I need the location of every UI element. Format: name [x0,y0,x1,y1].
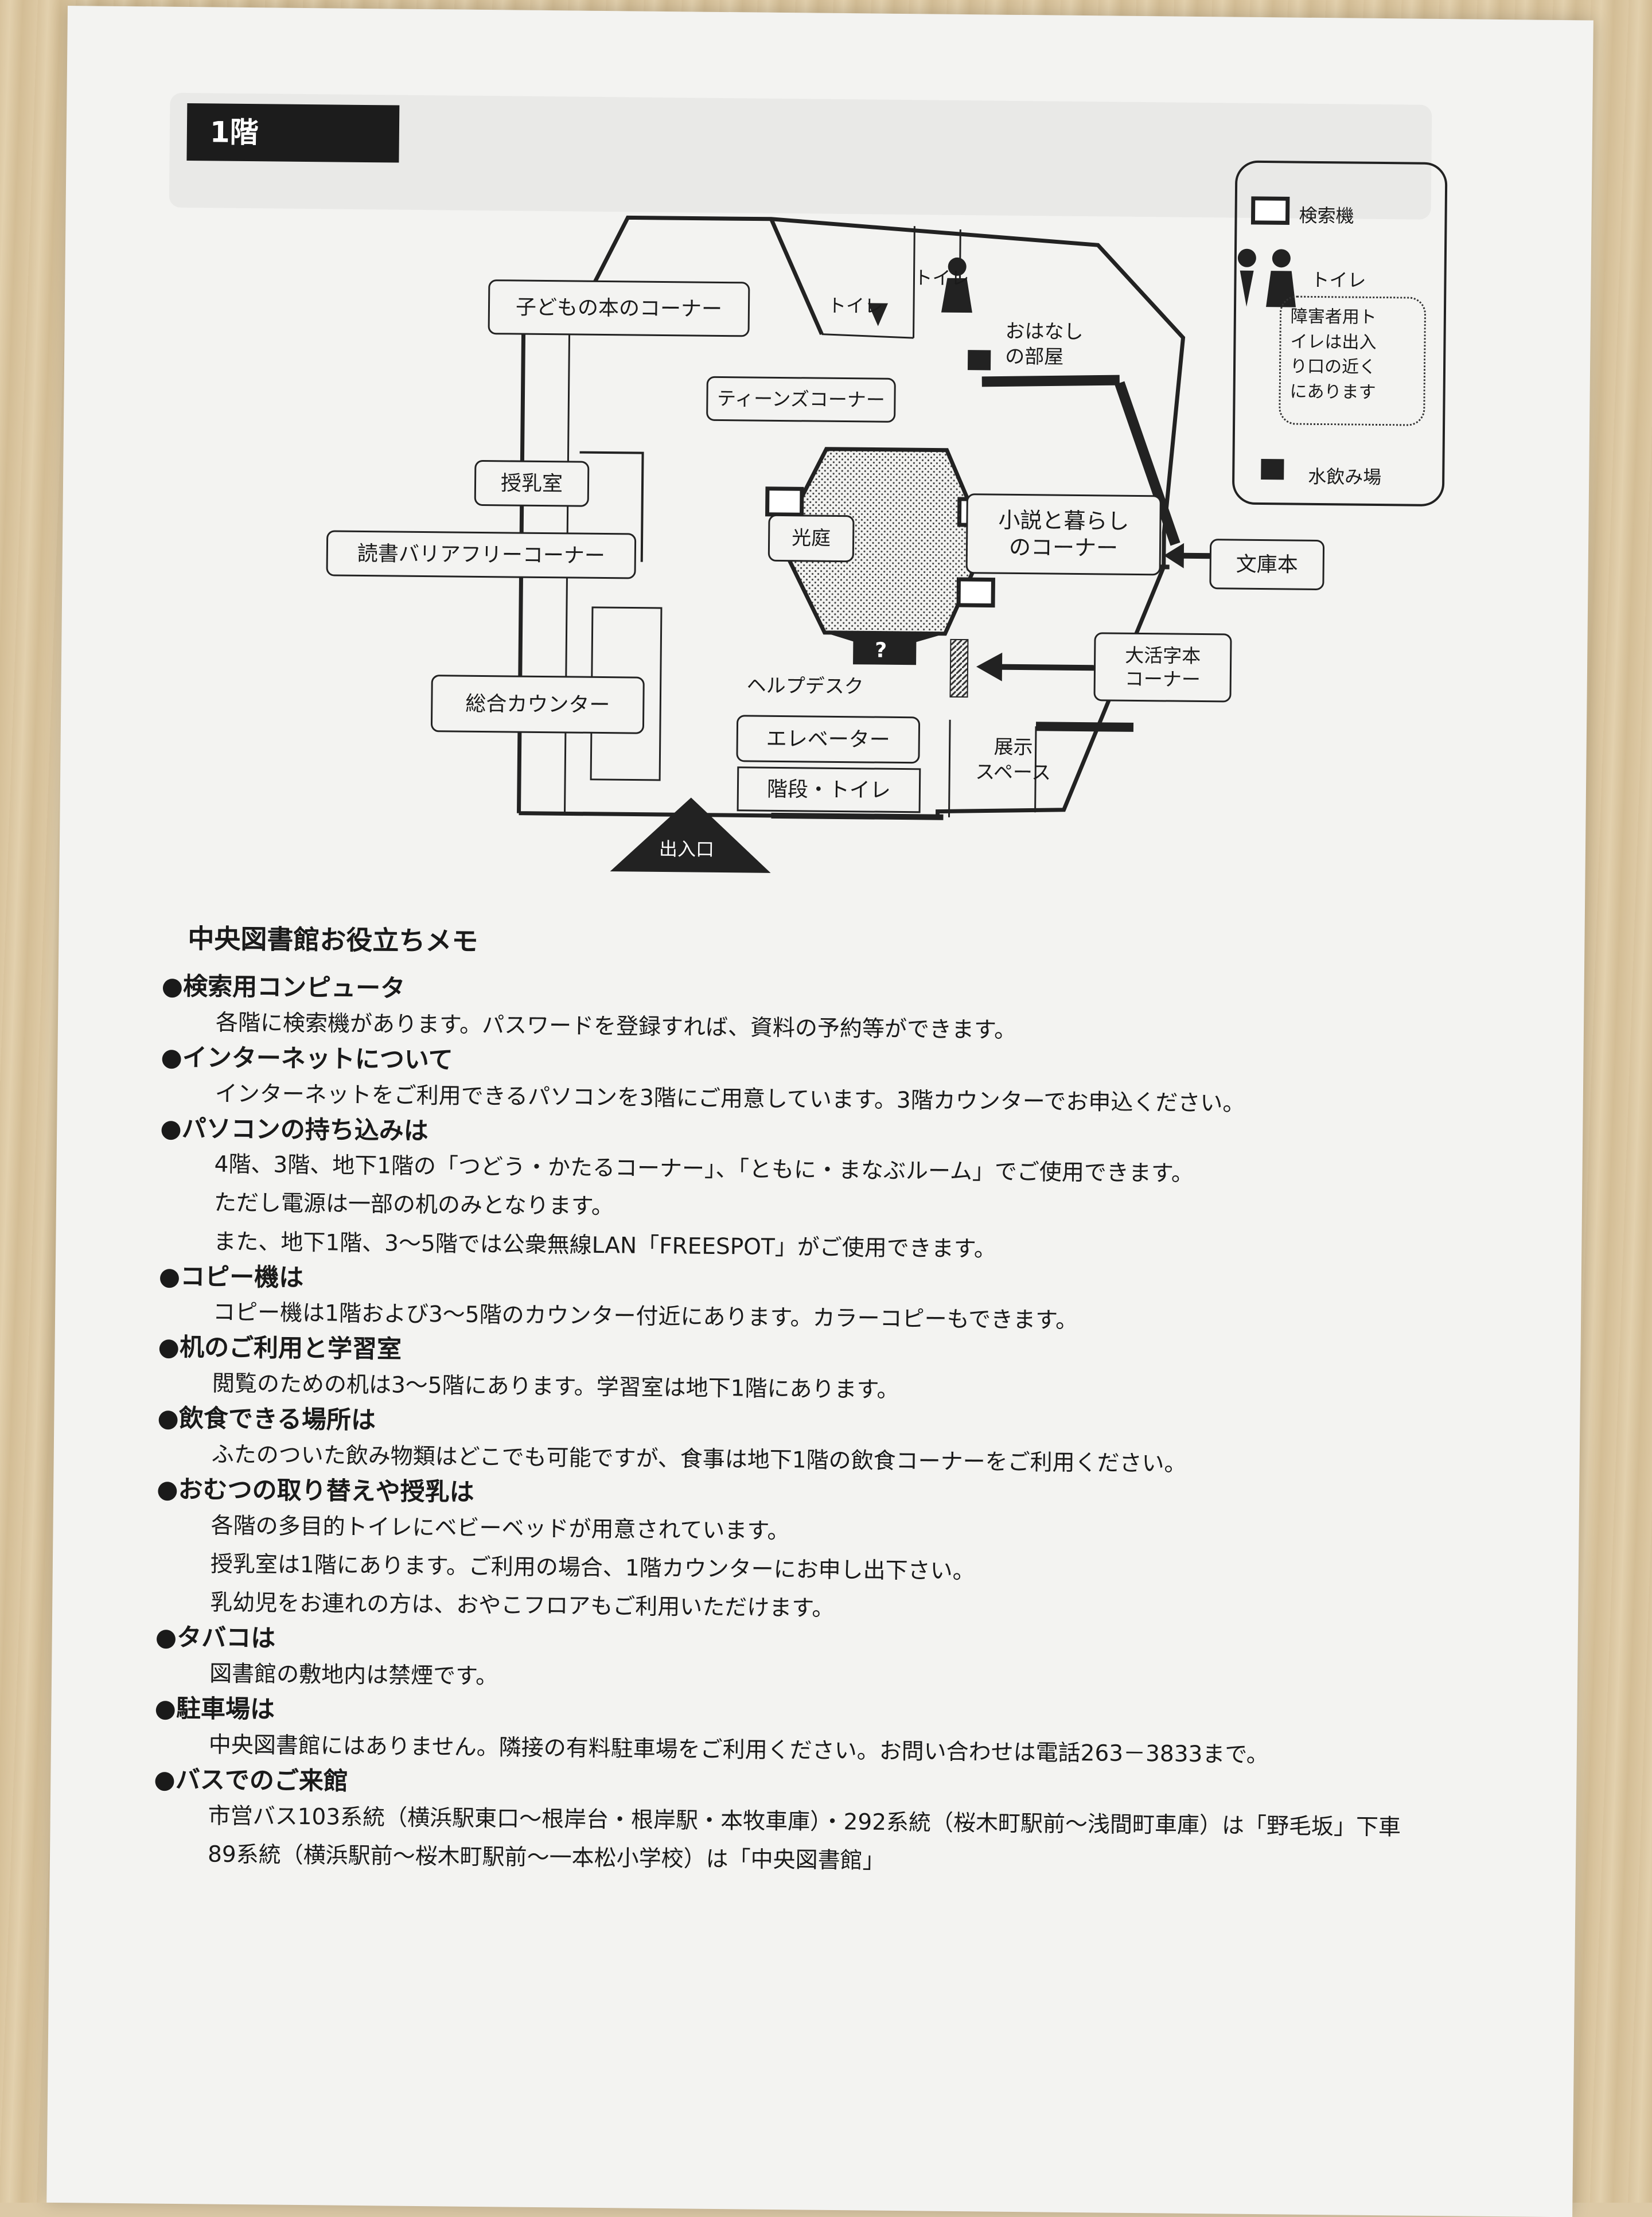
memo-item-diaper-nursing: ●おむつの取り替えや授乳は 各階の多目的トイレにベビーベッドが用意されています。… [155,1474,1476,1634]
story-room-label: おはなし の部屋 [1005,320,1084,369]
kids-corner-label: 子どもの本のコーナー [488,279,750,337]
memo-item-desks: ●机のご利用と学習室 閲覧のための机は3～5階にあります。学習室は地下1階にあり… [158,1331,1478,1415]
memo-title: 中央図書館お役立ちメモ [188,923,478,957]
memo-item-copier: ●コピー機は コピー機は1階および3～5階のカウンター付近にあります。カラーコピ… [158,1260,1478,1344]
elevator-label: エレベーター [736,715,921,764]
exhibition-space-label: 展示 スペース [975,735,1051,785]
memo-item-bus: ●バスでのご来館 市営バス103系統（横浜駅東口～根岸台・根岸駅・本牧車庫）・2… [153,1763,1474,1885]
memo-item-parking: ●駐車場は 中央図書館にはありません。隣接の有料駐車場をご利用ください。お問い合… [154,1693,1474,1776]
memo-item-own-pc: ●パソコンの持ち込みは 4階、3階、地下1階の「つどう・かたるコーナー」、「とも… [159,1112,1479,1273]
help-desk-label: ヘルプデスク [746,674,864,699]
bunko-label: 文庫本 [1209,539,1325,591]
general-counter-label: 総合カウンター [430,675,645,734]
library-flyer: 1階 [46,6,1593,2217]
teens-corner-label: ティーンズコーナー [706,376,896,423]
stairs-toilet-label: 階段・トイレ [737,766,921,813]
legend-toilet: トイレ [1311,268,1366,291]
toilet-label-right: トイレ [914,267,969,290]
barrier-free-corner-label: 読書バリアフリーコーナー [326,530,637,579]
toilet-label-left: トイレ [827,294,883,317]
entrance-label: 出入口 [659,837,715,860]
memo-item-internet: ●インターネットについて インターネットをご利用できるパソコンを3階にご用意して… [160,1041,1480,1125]
memo-item-search-computer: ●検索用コンピュータ 各階に検索機があります。パスワードを登録すれば、資料の予約… [161,971,1481,1054]
novels-corner-label: 小説と暮らし のコーナー [965,493,1162,576]
accessible-toilet-note: 障害者用ト イレは出入 り口の近く にあります [1279,295,1427,426]
help-desk-mark: ? [875,638,887,663]
legend-water-fountain: 水飲み場 [1308,465,1382,489]
nursing-room-label: 授乳室 [474,459,590,507]
memo-list: ●検索用コンピュータ 各階に検索機があります。パスワードを登録すれば、資料の予約… [153,971,1481,1886]
memo-item-smoking: ●タバコは 図書館の敷地内は禁煙です。 [155,1622,1475,1705]
floor-map: 子どもの本のコーナー トイレ トイレ おはなし の部屋 ティーンズコーナー 授乳… [59,6,1593,915]
courtyard-label: 光庭 [767,514,855,563]
legend-search-machine: 検索機 [1299,204,1354,227]
memo-item-food: ●飲食できる場所は ふたのついた飲み物類はどこでも可能ですが、食事は地下1階の飲… [157,1402,1476,1486]
large-print-corner-label: 大活字本 コーナー [1093,632,1232,703]
